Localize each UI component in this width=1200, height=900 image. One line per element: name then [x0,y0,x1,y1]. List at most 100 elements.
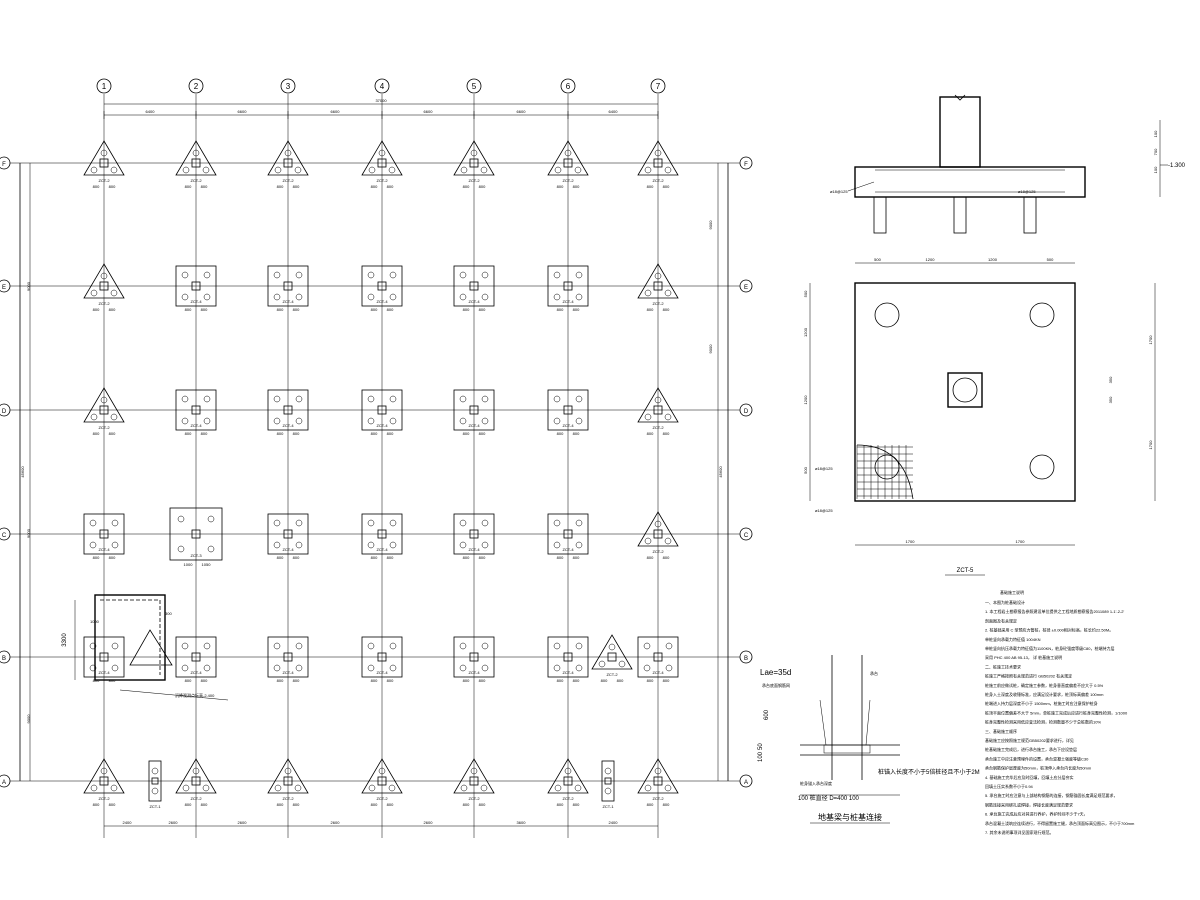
pile [207,545,215,553]
pile [192,767,200,775]
cap-dim: 800 [277,307,284,312]
pile [151,787,159,795]
grid-bubble-3 [280,78,296,94]
pile [554,784,562,792]
cap-label: ZCT-2 [652,178,664,183]
column [191,776,201,786]
cap-dim: 800 [109,184,116,189]
pile [182,166,190,174]
pile [389,395,397,403]
cap-label: ZCT-2 [562,178,574,183]
cap-dim: 800 [277,184,284,189]
cap-outline [361,513,403,555]
dim-span: 6400 [146,109,156,114]
cap-label: ZCT-4 [562,547,574,552]
pile [575,541,583,549]
pile [459,642,467,650]
grid-bubble-left-E [0,279,11,293]
grid-label-right-C: C [744,533,749,539]
cap-dim: 800 [371,802,378,807]
cap-label: ZCT-2 [190,796,202,801]
detail-leader [119,689,229,701]
cap-dim: 800 [201,184,208,189]
cap-dim: 800 [277,678,284,683]
top-dim: 1200 [926,257,936,262]
dim-span: 6600 [517,109,527,114]
pile [203,642,211,650]
cap-label: ZCT-2 [98,425,110,430]
cap-dim: 800 [463,307,470,312]
break-mark [954,94,966,101]
pile [574,166,582,174]
pile [295,417,303,425]
note-line: 4. 基础施工完毕后应及时回填，回填土应分层夯实 [985,774,1073,780]
pile [273,271,281,279]
pile [554,166,562,174]
cap-dim: 800 [185,431,192,436]
pile [553,293,561,301]
pile [110,413,118,421]
note-line: 6. 承台施工完成后应对其进行养护，养护时间不少于7天， [985,811,1088,817]
grid-bubble-right-B [739,650,753,664]
cap-outline [361,758,403,794]
pile-head [823,744,871,754]
dim-bottom: 2400 [609,820,619,825]
column [99,652,109,662]
dim-span: 6600 [424,109,434,114]
cap-label: ZCT-2 [376,796,388,801]
pile [459,293,467,301]
pile-0 [873,196,887,234]
note-line: 桩施工前应做试桩，确定施工参数，桩身垂直度偏差不应大于 0.5% [985,682,1104,688]
cap-dim: 800 [387,184,394,189]
column [607,652,617,662]
pile [575,395,583,403]
pile [388,166,396,174]
pile [378,767,386,775]
grid-label-left-E: E [2,285,6,291]
column [377,281,387,291]
cap-outline [267,389,309,431]
column [469,776,479,786]
column [563,776,573,786]
pile [295,519,303,527]
grid-bubble-right-E [739,279,753,293]
column [377,652,387,662]
pile [389,271,397,279]
pile [295,271,303,279]
grid-label-left-D: D [2,409,7,415]
cap-outline [637,758,679,794]
column [283,529,293,539]
pile [604,767,612,775]
pile-center [952,377,978,403]
cap-A-single-1: ZCT-1 [148,760,162,809]
pile [553,664,561,672]
dim-span: 6600 [238,109,248,114]
pile [481,519,489,527]
pile [367,395,375,403]
dim-bottom: 3600 [517,820,527,825]
section-dim: 100 [1153,166,1158,173]
pile [389,293,397,301]
cap-outline [83,758,125,794]
cap-dim: 800 [573,307,580,312]
cap-dim: 800 [201,431,208,436]
grid-label-right-D: D [744,409,749,415]
cap-label: ZCT-4 [190,423,202,428]
cap-outline [453,265,495,307]
pile [367,519,375,527]
dim-left: 9000 [26,714,31,724]
extend-note: 桩锚入长度不小于5倍桩径且不小于2M [878,768,980,776]
grid-label-left-A: A [2,780,6,786]
cap-label: ZCT-2 [652,796,664,801]
pile [378,149,386,157]
